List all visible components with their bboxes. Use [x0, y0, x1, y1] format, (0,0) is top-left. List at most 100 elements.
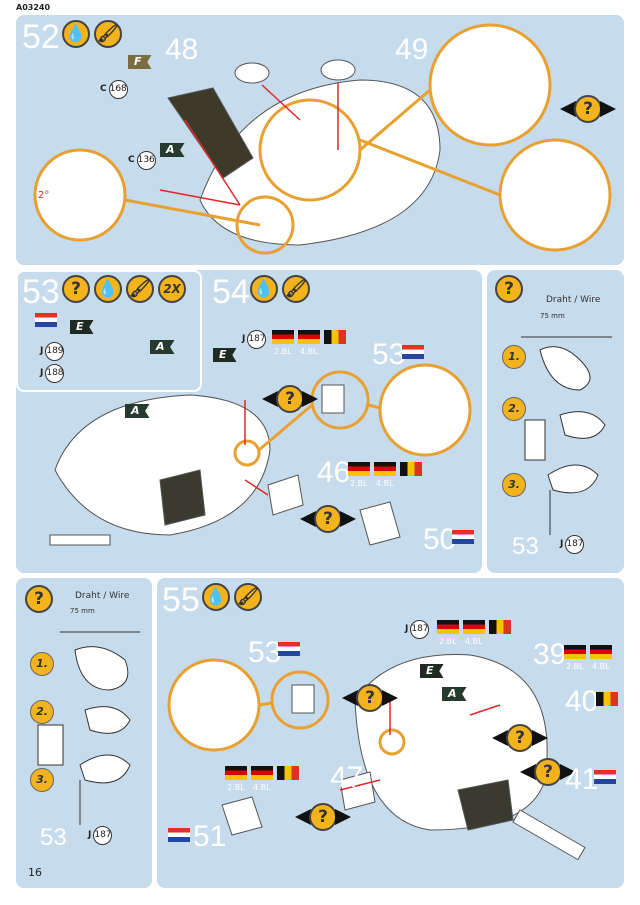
zoom-ring-54-turret	[233, 439, 261, 467]
gun-barrel-54	[49, 534, 111, 546]
wire-title: Draht / Wire	[75, 591, 130, 601]
flag-germany	[437, 620, 459, 634]
hatch-48	[234, 62, 270, 84]
callout-39: 39	[533, 638, 567, 671]
question-icon: ?	[506, 724, 534, 752]
variant-label: 4.BL	[253, 783, 271, 792]
wire-step-1: 1.	[502, 345, 526, 369]
part-51	[221, 796, 263, 836]
tank-turret-54	[54, 394, 271, 536]
flag-germany	[272, 330, 294, 344]
callout-53: 53	[40, 824, 67, 851]
paint-tag-a: A	[160, 143, 185, 157]
paint-icon: 🖌	[234, 583, 262, 611]
flag-netherlands	[452, 530, 474, 544]
help-nav-54b[interactable]: ?	[300, 505, 356, 533]
question-icon: ?	[276, 385, 304, 413]
wire-length: 75 mm	[70, 607, 95, 615]
flag-belgium	[277, 766, 299, 780]
help-nav-52[interactable]: ?	[560, 95, 616, 123]
glue-icon: 💧	[62, 20, 90, 48]
wire-step-2: 2.	[502, 397, 526, 421]
wire-length: 75 mm	[540, 312, 565, 320]
step-number-52: 52	[22, 18, 60, 56]
variant-label: 2.BL	[274, 347, 292, 356]
glue-icon: 💧	[94, 275, 122, 303]
question-icon: ?	[534, 758, 562, 786]
variant-label: 4.BL	[376, 479, 394, 488]
variant-label: 2.BL	[566, 662, 584, 671]
flag-netherlands	[168, 828, 190, 842]
wire-step-3: 3.	[30, 768, 54, 792]
paint-tag-a: A	[125, 404, 150, 418]
question-icon: ?	[62, 275, 90, 303]
zoom-ring-2deg	[33, 148, 127, 242]
paint-tag-e: E	[213, 348, 237, 362]
wire-title: Draht / Wire	[546, 295, 601, 305]
paint-icon: 🖌	[94, 20, 122, 48]
zoom-ring-hatches-2	[498, 138, 612, 252]
page-number: 16	[28, 866, 42, 879]
flag-netherlands	[278, 642, 300, 656]
step-number-55: 55	[162, 581, 200, 619]
callout-53: 53	[248, 636, 282, 669]
paint-tag-a: A	[442, 687, 467, 701]
variant-label: 4.BL	[300, 347, 318, 356]
wire-step-2: 2.	[30, 700, 54, 724]
document-code: A03240	[16, 3, 51, 12]
flag-germany	[590, 645, 612, 659]
question-icon: ?	[574, 95, 602, 123]
callout-46: 46	[317, 456, 351, 489]
wire-step-1: 1.	[30, 652, 54, 676]
variant-label: 2.BL	[227, 783, 245, 792]
flag-belgium	[324, 330, 346, 344]
part-53-b	[291, 684, 315, 714]
mantlet-55	[457, 779, 514, 831]
question-icon: ?	[356, 684, 384, 712]
help-nav-55a[interactable]: ?	[342, 684, 398, 712]
glue-icon: 💧	[202, 583, 230, 611]
help-nav-55d[interactable]: ?	[295, 803, 351, 831]
question-icon: ?	[314, 505, 342, 533]
step-number-54: 54	[212, 273, 250, 311]
flag-germany	[251, 766, 273, 780]
flag-germany	[374, 462, 396, 476]
flag-belgium	[596, 692, 618, 706]
variant-label: 4.BL	[465, 637, 483, 646]
question-icon: ?	[25, 585, 53, 613]
zoom-ring-c136	[235, 195, 295, 255]
callout-41: 41	[565, 763, 599, 796]
angle-label: 2°	[38, 190, 50, 201]
flag-germany	[463, 620, 485, 634]
callout-47: 47	[330, 761, 364, 794]
part-50	[359, 501, 401, 546]
variant-label: 2.BL	[439, 637, 457, 646]
paint-tag-e: E	[70, 320, 94, 334]
callout-51: 51	[193, 820, 227, 853]
flag-germany	[348, 462, 370, 476]
part-53-a	[321, 384, 345, 414]
flag-germany	[564, 645, 586, 659]
variant-label: 2.BL	[350, 479, 368, 488]
callout-50: 50	[423, 523, 457, 556]
flag-netherlands	[35, 313, 57, 327]
help-nav-55c[interactable]: ?	[520, 758, 576, 786]
glue-icon: 💧	[250, 275, 278, 303]
flag-netherlands	[594, 770, 616, 784]
zoom-ring-hatches	[428, 23, 552, 147]
variant-label: 4.BL	[592, 662, 610, 671]
paint-icon: 🖌	[282, 275, 310, 303]
zoom-ring-53-detail	[378, 363, 472, 457]
help-nav-54a[interactable]: ?	[262, 385, 318, 413]
help-nav-55b[interactable]: ?	[492, 724, 548, 752]
part-46	[267, 474, 304, 516]
flag-netherlands	[402, 345, 424, 359]
